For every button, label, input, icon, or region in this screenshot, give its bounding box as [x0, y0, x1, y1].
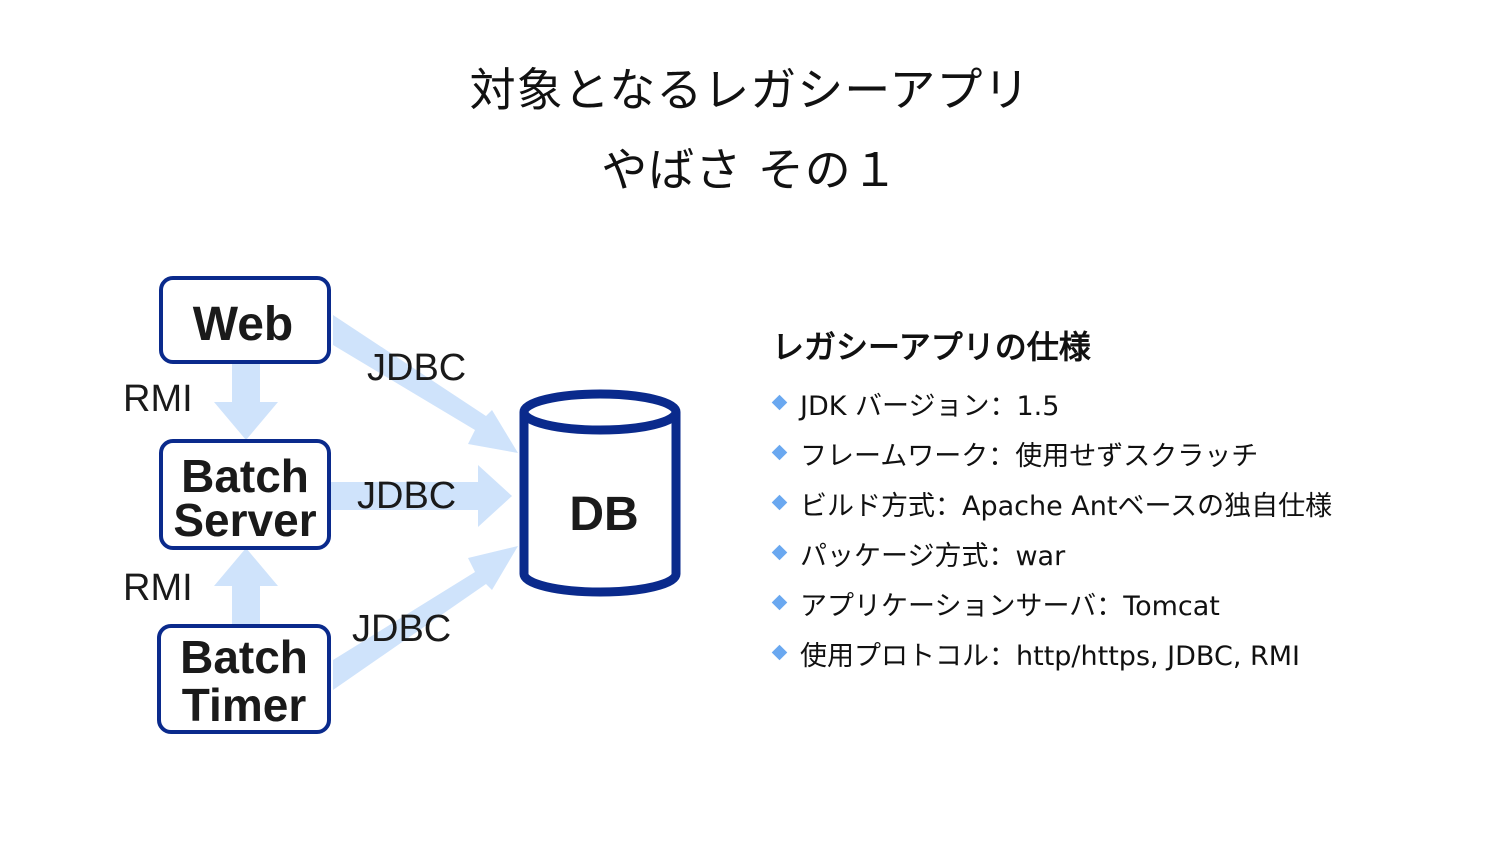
web-node-label: Web — [193, 298, 293, 351]
diamond-bullet-icon — [772, 542, 788, 564]
batch-server-node-box — [159, 439, 331, 550]
jdbc-label-server: JDBC — [357, 475, 456, 517]
architecture-diagram: Web Batch Server Batch Timer DB RMI RMI … — [123, 276, 681, 734]
spec-list-item: アプリケーションサーバ：Tomcat — [772, 578, 1332, 628]
diamond-bullet-icon — [772, 442, 788, 464]
jdbc-arrow-timer-to-db — [333, 546, 518, 690]
jdbc-arrow-web-to-db — [333, 315, 518, 453]
batch-server-label-line-1: Batch — [181, 450, 309, 502]
diamond-bullet-icon — [772, 642, 788, 664]
jdbc-label-timer: JDBC — [352, 608, 451, 650]
spec-heading: レガシーアプリの仕様 — [772, 328, 1091, 366]
web-node-box — [159, 276, 331, 364]
diamond-bullet-icon — [772, 592, 788, 614]
spec-list-item: JDK バージョン：1.5 — [772, 378, 1332, 428]
spec-item-text: 使用プロトコル：http/https, JDBC, RMI — [800, 640, 1301, 672]
batch-timer-label-line-1: Batch — [180, 631, 308, 683]
db-cylinder — [519, 389, 681, 597]
rmi-arrow-timer-to-server — [214, 548, 278, 626]
spec-list-item: フレームワーク：使用せずスクラッチ — [772, 428, 1332, 478]
rmi-label-bottom: RMI — [123, 567, 193, 609]
spec-list-item: パッケージ方式：war — [772, 528, 1332, 578]
spec-list-item: ビルド方式：Apache Antベースの独自仕様 — [772, 478, 1332, 528]
spec-item-text: パッケージ方式：war — [800, 540, 1066, 572]
spec-item-text: アプリケーションサーバ：Tomcat — [800, 590, 1220, 622]
spec-item-text: ビルド方式：Apache Antベースの独自仕様 — [800, 490, 1333, 522]
spec-item-text: JDK バージョン：1.5 — [800, 390, 1060, 422]
jdbc-arrow-server-to-db — [330, 465, 512, 527]
diamond-bullet-icon — [772, 492, 788, 514]
rmi-label-top: RMI — [123, 378, 193, 420]
page-title-line-1: 対象となるレガシーアプリ — [469, 63, 1031, 117]
batch-timer-node-box — [157, 624, 331, 734]
batch-timer-label-line-2: Timer — [182, 679, 307, 731]
diamond-bullet-icon — [772, 392, 788, 414]
rmi-arrow-web-to-server — [214, 362, 278, 440]
jdbc-label-web: JDBC — [367, 347, 466, 389]
spec-list-item: 使用プロトコル：http/https, JDBC, RMI — [772, 628, 1332, 678]
batch-server-label-line-2: Server — [173, 494, 316, 546]
spec-list: JDK バージョン：1.5 フレームワーク：使用せずスクラッチ ビルド方式：Ap… — [772, 378, 1332, 678]
db-label: DB — [569, 488, 638, 541]
page-title-line-2: やばさ その１ — [601, 143, 899, 197]
spec-item-text: フレームワーク：使用せずスクラッチ — [800, 440, 1259, 472]
